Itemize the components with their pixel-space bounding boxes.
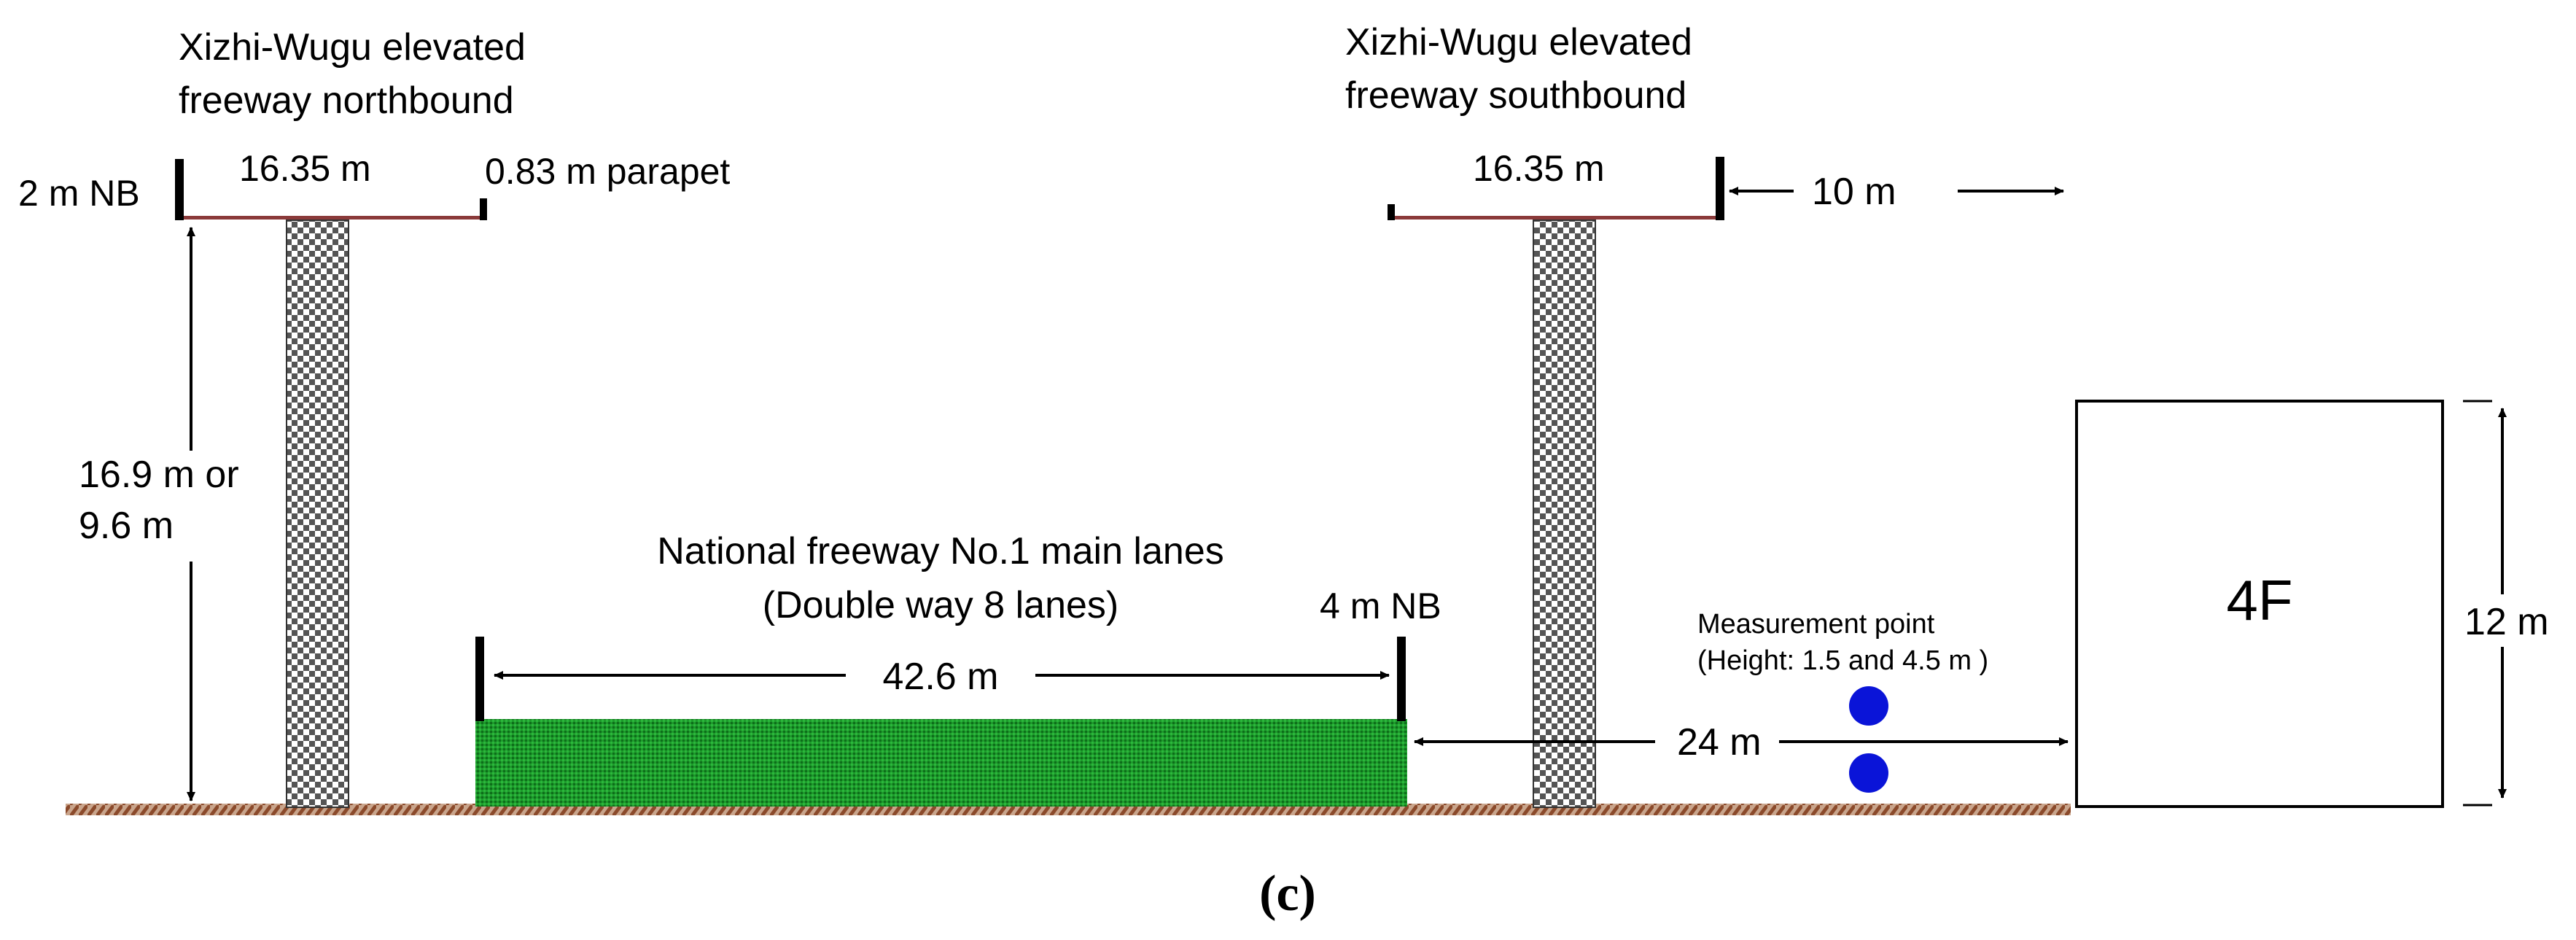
sb-pier: [1533, 220, 1596, 808]
measurement-label-line1: Measurement point: [1697, 609, 1935, 640]
main-lanes-title-line2: (Double way 8 lanes): [763, 584, 1118, 626]
measurement-point-upper: [1849, 686, 1888, 726]
main-lanes-width-label: 42.6 m: [883, 656, 999, 698]
main-lanes: [475, 719, 1407, 807]
deck-height-label-line1: 16.9 m or: [79, 454, 239, 496]
nb-deck: [175, 216, 487, 220]
sb-freeway-title-line1: Xizhi-Wugu elevated: [1345, 21, 1692, 63]
measurement-point-lower: [1849, 753, 1888, 793]
building: [2075, 400, 2444, 808]
building-height-label-bg: [2457, 594, 2563, 647]
parapet-label: 0.83 m parapet: [485, 151, 730, 192]
setback-distance-label: 10 m: [1812, 171, 1896, 213]
nb-noise-barrier-label: 2 m NB: [18, 173, 140, 214]
sb-noise-barrier: [1716, 157, 1724, 220]
nb-deck-width-label: 16.35 m: [239, 148, 371, 189]
nb-pier: [286, 220, 349, 808]
nb-noise-barrier: [175, 159, 184, 220]
measurement-distance-label: 24 m: [1677, 721, 1762, 764]
nb-parapet: [480, 198, 487, 220]
sb-deck-width-label: 16.35 m: [1473, 148, 1605, 189]
ground-noise-barrier-label: 4 m NB: [1320, 586, 1441, 626]
nb-freeway-title-line1: Xizhi-Wugu elevated: [179, 26, 526, 69]
building-height-label: 12 m: [2464, 601, 2549, 643]
measurement-label-line2: (Height: 1.5 and 4.5 m ): [1697, 645, 1988, 676]
figure-caption: (c): [1259, 866, 1316, 922]
nb-freeway-title-line2: freeway northbound: [179, 79, 514, 122]
sb-deck: [1388, 216, 1723, 220]
sb-parapet: [1388, 204, 1395, 220]
main-lanes-title-line1: National freeway No.1 main lanes: [657, 530, 1224, 572]
building-floors-label: 4F: [2226, 568, 2292, 632]
sb-freeway-title-line2: freeway southbound: [1345, 74, 1686, 117]
deck-height-label-line2: 9.6 m: [79, 505, 174, 547]
left-barrier: [475, 637, 484, 721]
ground-noise-barrier: [1397, 637, 1406, 721]
